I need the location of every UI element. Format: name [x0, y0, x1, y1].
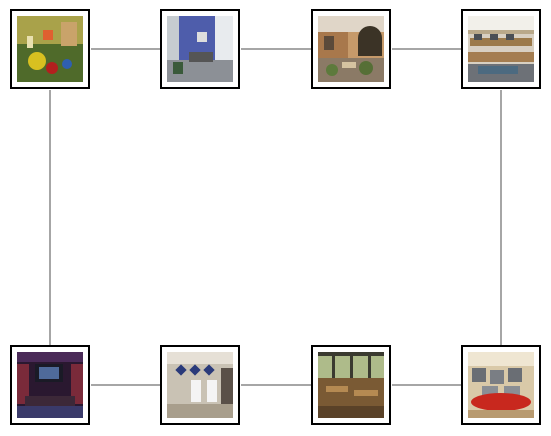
node-restroom[interactable] — [160, 345, 240, 425]
node-computer-cluster[interactable] — [461, 345, 541, 425]
computer-cluster-photo-icon — [468, 352, 534, 418]
node-study-room[interactable] — [311, 345, 391, 425]
node-playroom[interactable] — [10, 9, 90, 89]
node-home-theater[interactable] — [10, 345, 90, 425]
home-theater-photo-icon — [17, 352, 83, 418]
office-photo-icon — [167, 16, 233, 82]
node-computer-lab[interactable] — [461, 9, 541, 89]
restroom-photo-icon — [167, 352, 233, 418]
node-office[interactable] — [160, 9, 240, 89]
courtyard-photo-icon — [318, 16, 384, 82]
study-room-photo-icon — [318, 352, 384, 418]
node-courtyard[interactable] — [311, 9, 391, 89]
playroom-photo-icon — [17, 16, 83, 82]
computer-lab-photo-icon — [468, 16, 534, 82]
